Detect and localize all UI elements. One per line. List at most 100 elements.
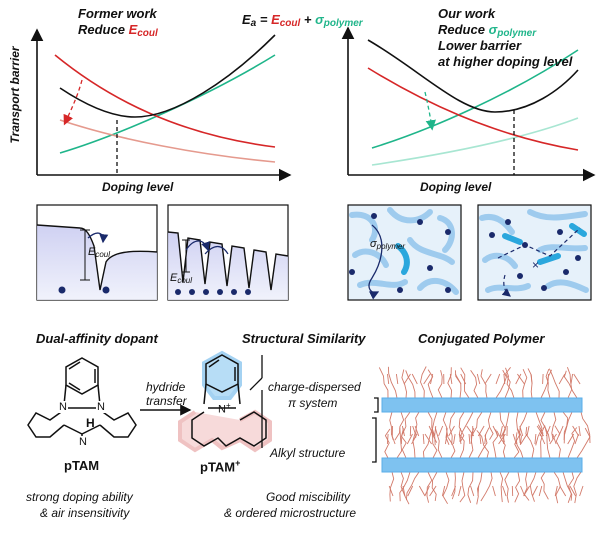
alkyl-side-chain-branch (517, 373, 525, 385)
alkyl-side-chain (515, 432, 524, 459)
alkyl-side-chain (459, 471, 466, 503)
alkyl-side-chain (535, 411, 543, 446)
alkyl-side-chain-branch (502, 485, 507, 497)
alkyl-side-chain (516, 411, 522, 446)
alkyl-side-chain-branch (495, 373, 501, 385)
alkyl-side-chain-branch (422, 433, 425, 445)
alkyl-side-chain (405, 471, 420, 501)
blocked-path-mark: × (532, 258, 540, 272)
alkyl-side-chain-branch (424, 433, 432, 445)
reduced-coulomb-curve (59, 119, 276, 163)
alkyl-side-chain (504, 471, 510, 503)
alkyl-side-chain (426, 471, 433, 503)
alkyl-side-chain (460, 367, 470, 399)
our-work-plot (341, 26, 596, 182)
alkyl-side-chain-branch (534, 433, 537, 445)
alkyl-side-chain (401, 369, 407, 399)
x-axis-label-right: Doping level (420, 180, 492, 194)
alkyl-side-chain (576, 427, 591, 459)
alkyl-side-chain-branch (492, 485, 496, 497)
alkyl-side-chain (396, 427, 403, 459)
our-work-line4: at higher doping level (438, 54, 573, 69)
alkyl-side-chain-branch (574, 433, 579, 445)
former-work-subtitle: Reduce Ecoul (78, 22, 158, 39)
alkyl-side-chain (384, 428, 391, 459)
alkyl-side-chain (400, 471, 410, 505)
alkyl-side-chain (442, 411, 450, 445)
alkyl-side-chain (544, 425, 551, 459)
alkyl-side-chain (505, 367, 515, 399)
alkyl-side-chain-branch (441, 485, 446, 497)
alkyl-side-chain (458, 411, 465, 442)
alkyl-side-chain (513, 428, 520, 459)
alkyl-side-chain-branch (423, 373, 431, 385)
alkyl-side-chain (487, 411, 494, 440)
alkyl-side-chain-branch (438, 425, 444, 437)
our-work-line3: Lower barrier (438, 38, 522, 53)
similarity-caption-1: Good miscibility (266, 490, 351, 504)
similarity-caption-2: & ordered microstructure (224, 506, 357, 520)
ecoul-label-1: Ecoul (88, 246, 111, 259)
alkyl-side-chain-branch (477, 425, 485, 437)
total-barrier-curve (59, 34, 276, 118)
alkyl-side-chain-branch (523, 485, 530, 497)
alkyl-side-chain (566, 367, 573, 399)
dopant-caption-2: & air insensitivity (40, 506, 130, 520)
alkyl-side-chain (420, 366, 427, 399)
alkyl-side-chain-branch (449, 373, 453, 385)
alkyl-side-chain (389, 471, 395, 502)
reduction-arrow (63, 79, 83, 126)
alkyl-side-chain (459, 411, 474, 442)
alkyl-side-chain (492, 429, 498, 459)
alkyl-side-chain (434, 427, 443, 459)
alkyl-side-chain (529, 471, 537, 502)
alkyl-side-chain (442, 471, 450, 505)
alkyl-side-chain (551, 411, 557, 440)
hydride-label-1: hydride (146, 380, 186, 394)
alkyl-side-chain (525, 426, 535, 459)
alkyl-side-chain-branch (451, 485, 457, 497)
alkyl-side-chain (499, 411, 510, 439)
alkyl-side-chain-branch (547, 373, 549, 385)
energy-well-inset-high (167, 204, 289, 301)
alkyl-side-chain-branch (468, 433, 471, 445)
alkyl-side-chain-branch (567, 433, 575, 445)
coulomb-barrier-curve (54, 54, 276, 148)
polymer-title: Conjugated Polymer (418, 331, 545, 346)
alkyl-side-chain-branch (484, 433, 487, 445)
alkyl-side-chain-branch (559, 485, 567, 497)
alkyl-side-chain-branch (429, 485, 437, 497)
ptam-label: pTAM (64, 458, 100, 473)
alkyl-side-chain (401, 428, 407, 459)
alkyl-side-chain-branch (515, 373, 522, 385)
reduction-arrow (424, 91, 436, 131)
alkyl-side-chain (378, 367, 389, 399)
alkyl-side-chain (427, 369, 434, 399)
alkyl-side-chain (470, 411, 483, 444)
dopant-caption-1: strong doping ability (26, 490, 133, 504)
our-work-title: Our work (438, 6, 496, 21)
alkyl-side-chain-branch (530, 373, 533, 385)
coulomb-barrier-curve (367, 67, 579, 151)
alkyl-side-chain (415, 411, 420, 438)
conjugated-polymer-illustration (378, 366, 591, 505)
alkyl-side-chain (495, 369, 507, 399)
alkyl-side-chain-branch (448, 425, 455, 437)
alkyl-side-chain (504, 367, 511, 399)
atom-n-bottom: N (78, 436, 88, 448)
alkyl-side-chain-branch (503, 373, 506, 385)
charge-dispersed-label: charge-dispersed (268, 380, 361, 394)
alkyl-side-chain (399, 471, 411, 502)
alkyl-side-chain-branch (430, 373, 434, 385)
alkyl-side-chain (480, 471, 493, 502)
alkyl-side-chain (523, 471, 530, 501)
alkyl-side-chain (477, 427, 490, 459)
alkyl-side-chain-branch (578, 425, 581, 437)
x-axis-label-left: Doping level (102, 180, 174, 194)
alkyl-side-chain-branch (453, 433, 456, 445)
alkyl-side-chain-branch (526, 425, 530, 437)
alkyl-side-chain (554, 425, 561, 459)
alkyl-side-chain (476, 471, 483, 505)
alkyl-side-chain (405, 370, 416, 399)
alkyl-side-chain (540, 471, 549, 500)
